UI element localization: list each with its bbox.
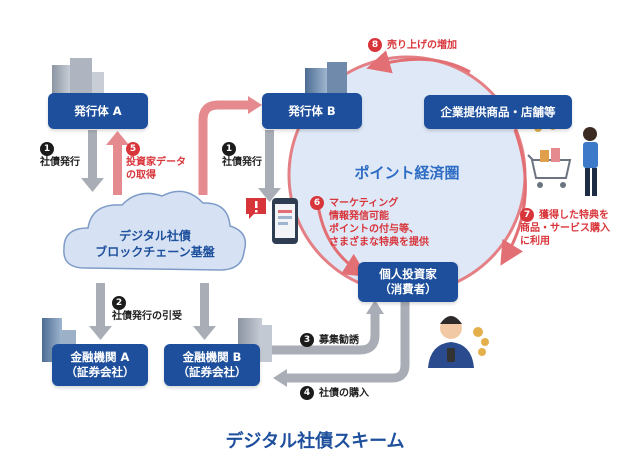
arrow-sales-increase	[366, 50, 471, 74]
alert-icon	[246, 198, 266, 219]
arrow-solicitation	[272, 300, 384, 355]
step-4-badge: 4	[300, 386, 314, 400]
diagram-title: デジタル社債スキーム	[225, 431, 405, 452]
issuer-a-label: 発行体 A	[74, 103, 122, 118]
smartphone-icon	[272, 198, 298, 244]
step-2: 2 社債発行の引受	[112, 296, 182, 323]
step-7-line-1: 獲得した特典を	[539, 209, 609, 221]
investor-box: 個人投資家 （消費者）	[358, 262, 458, 302]
arrow-benefit-use	[500, 129, 527, 266]
step-6: 6 マーケティング 情報発信可能 ポイントの付与等、 さまざまな特典を提供	[310, 196, 429, 249]
investor-sublabel: （消費者）	[379, 282, 437, 296]
bank-a-sublabel: （証券会社）	[65, 365, 135, 379]
arrow-purchase	[273, 300, 410, 387]
issuer-b-label: 発行体 B	[288, 103, 336, 118]
issuer-b-box: 発行体 B	[262, 93, 362, 129]
arrow-marketing	[316, 204, 368, 277]
bank-b-sublabel: （証券会社）	[177, 365, 247, 379]
step-1a-text: 社債発行	[40, 157, 80, 168]
step-5-line-1: 投資家データ	[126, 157, 186, 168]
step-3: 3 募集勧誘	[300, 333, 359, 347]
step-1a-badge: 1	[40, 142, 54, 156]
bank-a-box: 金融機関 A （証券会社）	[52, 344, 148, 386]
step-7: 7 獲得した特典を 商品・サービス購入 に利用	[520, 208, 610, 248]
step-6-line-4: さまざまな特典を提供	[329, 237, 429, 248]
step-1b-badge: 1	[222, 142, 236, 156]
building-issuer-b-icon	[305, 62, 347, 100]
step-8-text: 売り上げの増加	[387, 39, 457, 51]
step-7-line-3: に利用	[520, 236, 550, 247]
point-economy-label: ポイント経済圏	[354, 164, 460, 182]
step-6-line-2: 情報発信可能	[329, 211, 389, 222]
arrow-issuance-b	[258, 130, 281, 202]
step-7-badge: 7	[520, 208, 534, 222]
investor-person-icon	[428, 316, 489, 368]
step-6-line-1: マーケティング	[329, 197, 399, 209]
step-4-text: 社債の購入	[319, 387, 369, 399]
step-1b-text: 社債発行	[222, 157, 262, 168]
investor-label: 個人投資家	[379, 267, 437, 281]
cloud-line-1: デジタル社債	[119, 229, 191, 243]
arrow-underwriting	[89, 283, 216, 340]
step-8: 8 売り上げの増加	[368, 38, 457, 52]
goods-label: 企業提供商品・店舗等	[440, 104, 556, 119]
step-4: 4 社債の購入	[300, 386, 369, 400]
goods-box: 企業提供商品・店舗等	[424, 95, 572, 129]
issuer-a-box: 発行体 A	[48, 93, 148, 129]
step-2-badge: 2	[112, 296, 126, 310]
step-1a: 1 社債発行	[40, 142, 80, 169]
cloud-line-2: ブロックチェーン基盤	[95, 245, 215, 259]
step-3-badge: 3	[300, 333, 314, 347]
step-2-text: 社債発行の引受	[112, 311, 182, 322]
step-5-badge: 5	[126, 142, 140, 156]
bank-b-box: 金融機関 B （証券会社）	[164, 344, 260, 386]
bank-a-label: 金融機関 A	[70, 350, 130, 364]
blockchain-cloud-label: デジタル社債 ブロックチェーン基盤	[80, 228, 230, 260]
step-5: 5 投資家データ の取得	[126, 142, 186, 182]
step-8-badge: 8	[368, 38, 382, 52]
step-6-line-3: ポイントの付与等、	[329, 224, 419, 235]
step-1b: 1 社債発行	[222, 142, 262, 169]
arrow-cloud-to-issuer-b	[198, 96, 262, 195]
bank-b-label: 金融機関 B	[182, 350, 242, 364]
step-5-line-2: の取得	[126, 170, 156, 181]
arrow-investor-data	[106, 131, 129, 195]
step-7-line-2: 商品・サービス購入	[520, 223, 610, 234]
arrow-issuance-a	[81, 130, 104, 192]
shopper-icon	[527, 113, 598, 196]
step-3-text: 募集勧誘	[319, 334, 359, 346]
blockchain-cloud	[63, 190, 247, 271]
step-6-badge: 6	[310, 196, 324, 210]
